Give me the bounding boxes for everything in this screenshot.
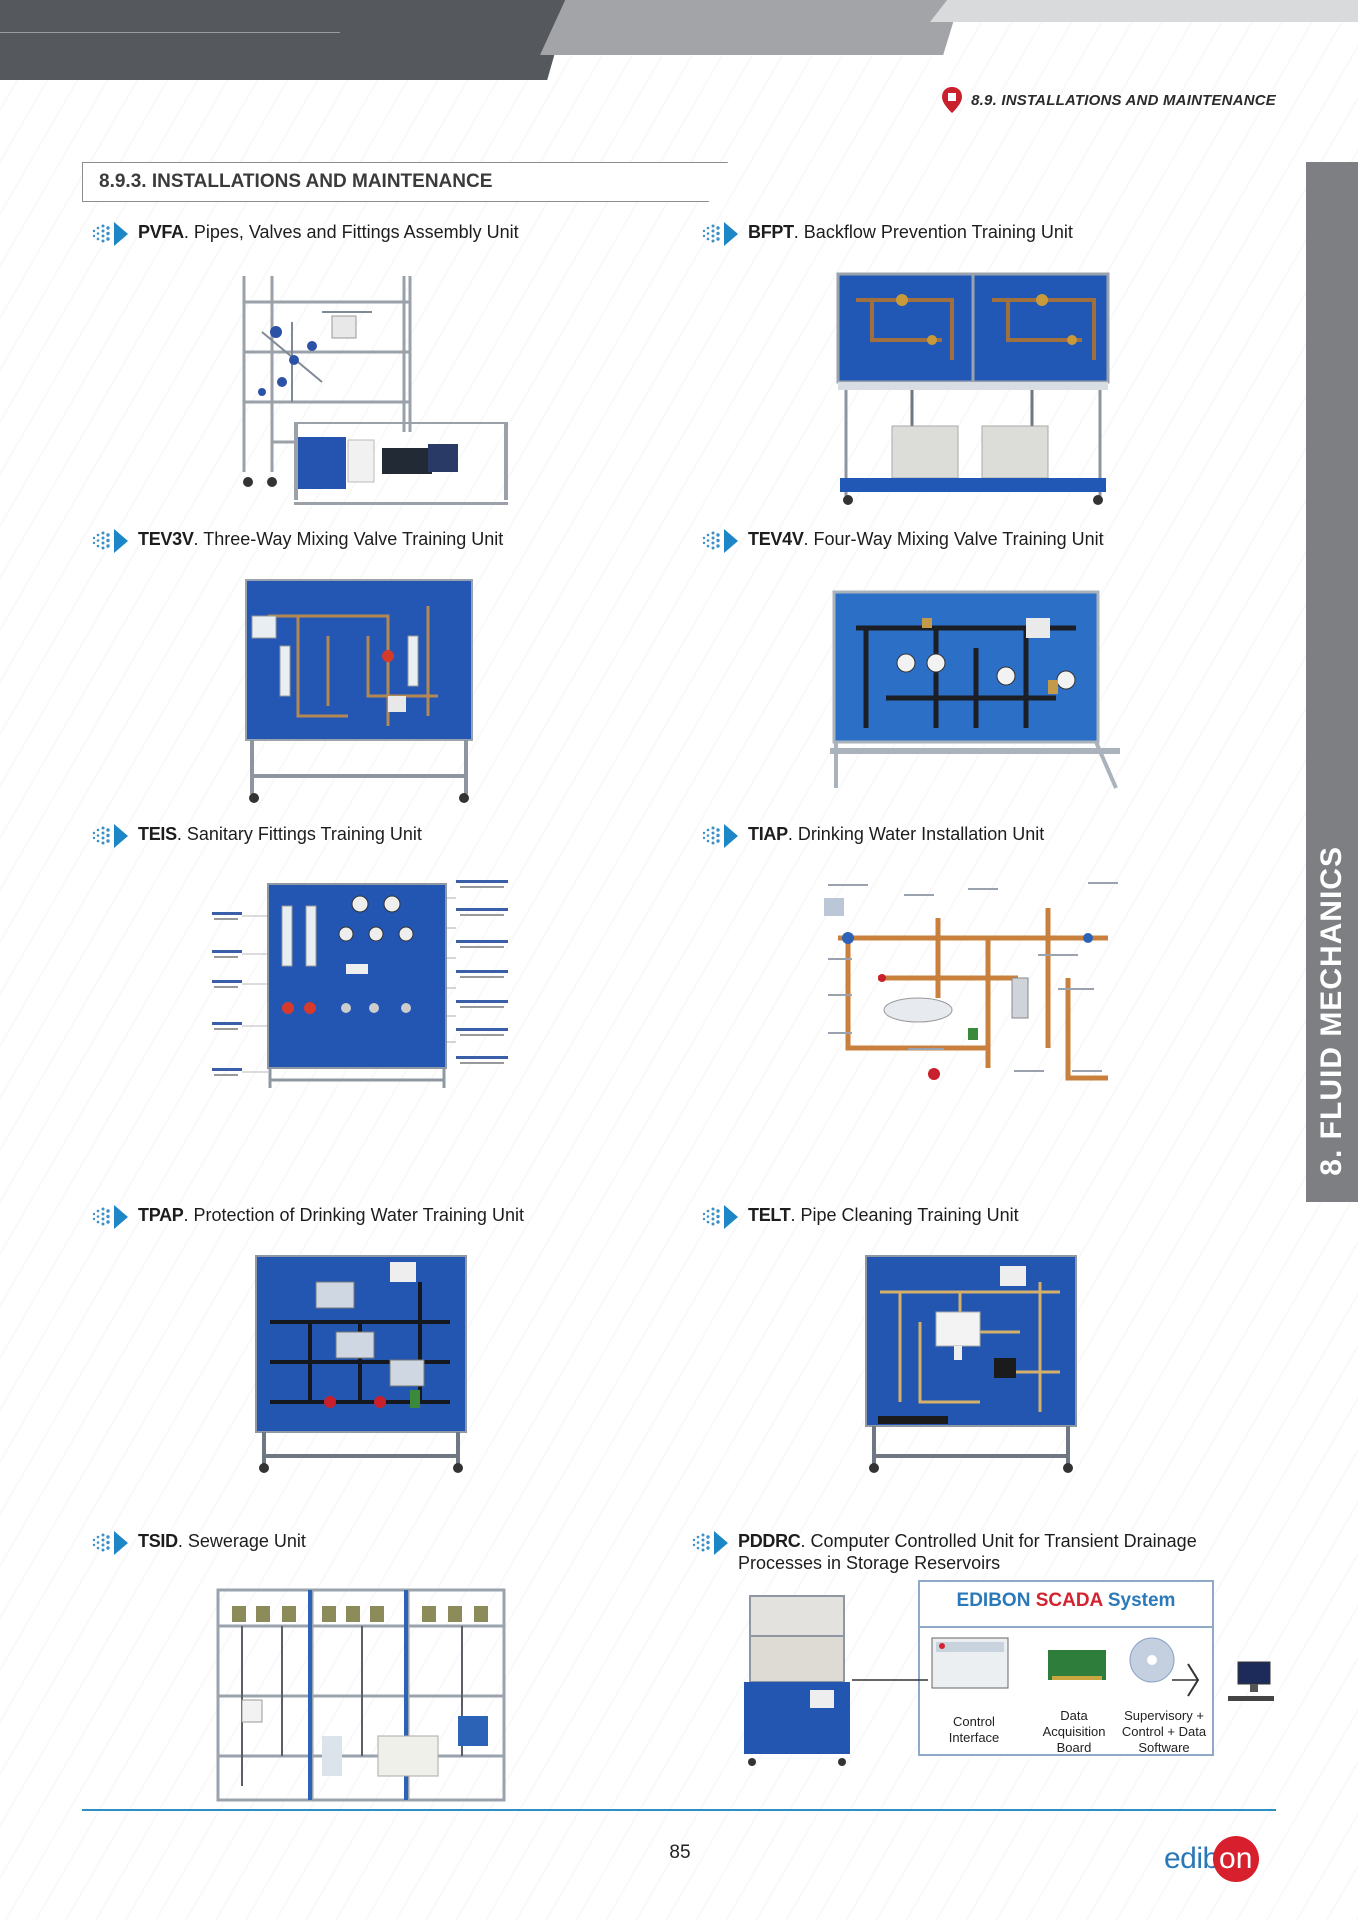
breadcrumb: 8.9. INSTALLATIONS AND MAINTENANCE	[941, 86, 1276, 114]
product-title-teis: TEIS. Sanitary Fittings Training Unit	[92, 823, 422, 849]
edibon-logo: edib on	[1164, 1836, 1259, 1882]
product-image-tev4v	[826, 588, 1124, 794]
scada-title: EDIBON SCADA System	[956, 1590, 1176, 1611]
bullet-arrow-icon	[692, 1531, 728, 1555]
product-title-telt: TELT. Pipe Cleaning Training Unit	[702, 1204, 1019, 1230]
bullet-arrow-icon	[702, 824, 738, 848]
bullet-arrow-icon	[702, 222, 738, 246]
product-image-pddrc	[740, 1592, 854, 1770]
product-title-tev3v: TEV3V. Three-Way Mixing Valve Training U…	[92, 528, 503, 554]
footer-line	[82, 1809, 1276, 1811]
side-tab-label: 8. FLUID MECHANICS	[1315, 846, 1348, 1176]
product-image-tpap	[250, 1252, 472, 1476]
product-title-tev4v: TEV4V. Four-Way Mixing Valve Training Un…	[702, 528, 1104, 554]
side-tab: 8. FLUID MECHANICS	[1306, 162, 1358, 1202]
product-title-pddrc: PDDRC. Computer Controlled Unit for Tran…	[692, 1530, 1197, 1574]
computer-icon	[1228, 1661, 1274, 1701]
product-image-tev3v	[238, 576, 478, 806]
scada-connector	[852, 1661, 1274, 1701]
product-title-tiap: TIAP. Drinking Water Installation Unit	[702, 823, 1044, 849]
bullet-arrow-icon	[92, 824, 128, 848]
bullet-arrow-icon	[702, 1205, 738, 1229]
product-title-tpap: TPAP. Protection of Drinking Water Train…	[92, 1204, 524, 1230]
product-image-telt	[860, 1252, 1082, 1476]
breadcrumb-text: 8.9. INSTALLATIONS AND MAINTENANCE	[971, 91, 1276, 109]
product-image-tiap	[818, 878, 1124, 1096]
bullet-arrow-icon	[92, 222, 128, 246]
page-number: 85	[669, 1842, 691, 1863]
bullet-arrow-icon	[92, 1531, 128, 1555]
bullet-arrow-icon	[92, 1205, 128, 1229]
bullet-arrow-icon	[92, 529, 128, 553]
product-title-pvfa: PVFA. Pipes, Valves and Fittings Assembl…	[92, 221, 519, 247]
product-image-bfpt	[832, 270, 1114, 506]
top-banner	[0, 0, 1358, 80]
scada-diagram	[931, 1637, 1175, 1689]
location-pin-icon	[942, 87, 963, 113]
section-title: 8.9.3. INSTALLATIONS AND MAINTENANCE	[82, 162, 728, 202]
bullet-arrow-icon	[702, 529, 738, 553]
product-image-tsid	[212, 1586, 510, 1808]
product-image-teis	[206, 876, 518, 1096]
product-title-bfpt: BFPT. Backflow Prevention Training Unit	[702, 221, 1073, 247]
product-image-pvfa	[232, 272, 512, 508]
product-title-tsid: TSID. Sewerage Unit	[92, 1530, 306, 1556]
